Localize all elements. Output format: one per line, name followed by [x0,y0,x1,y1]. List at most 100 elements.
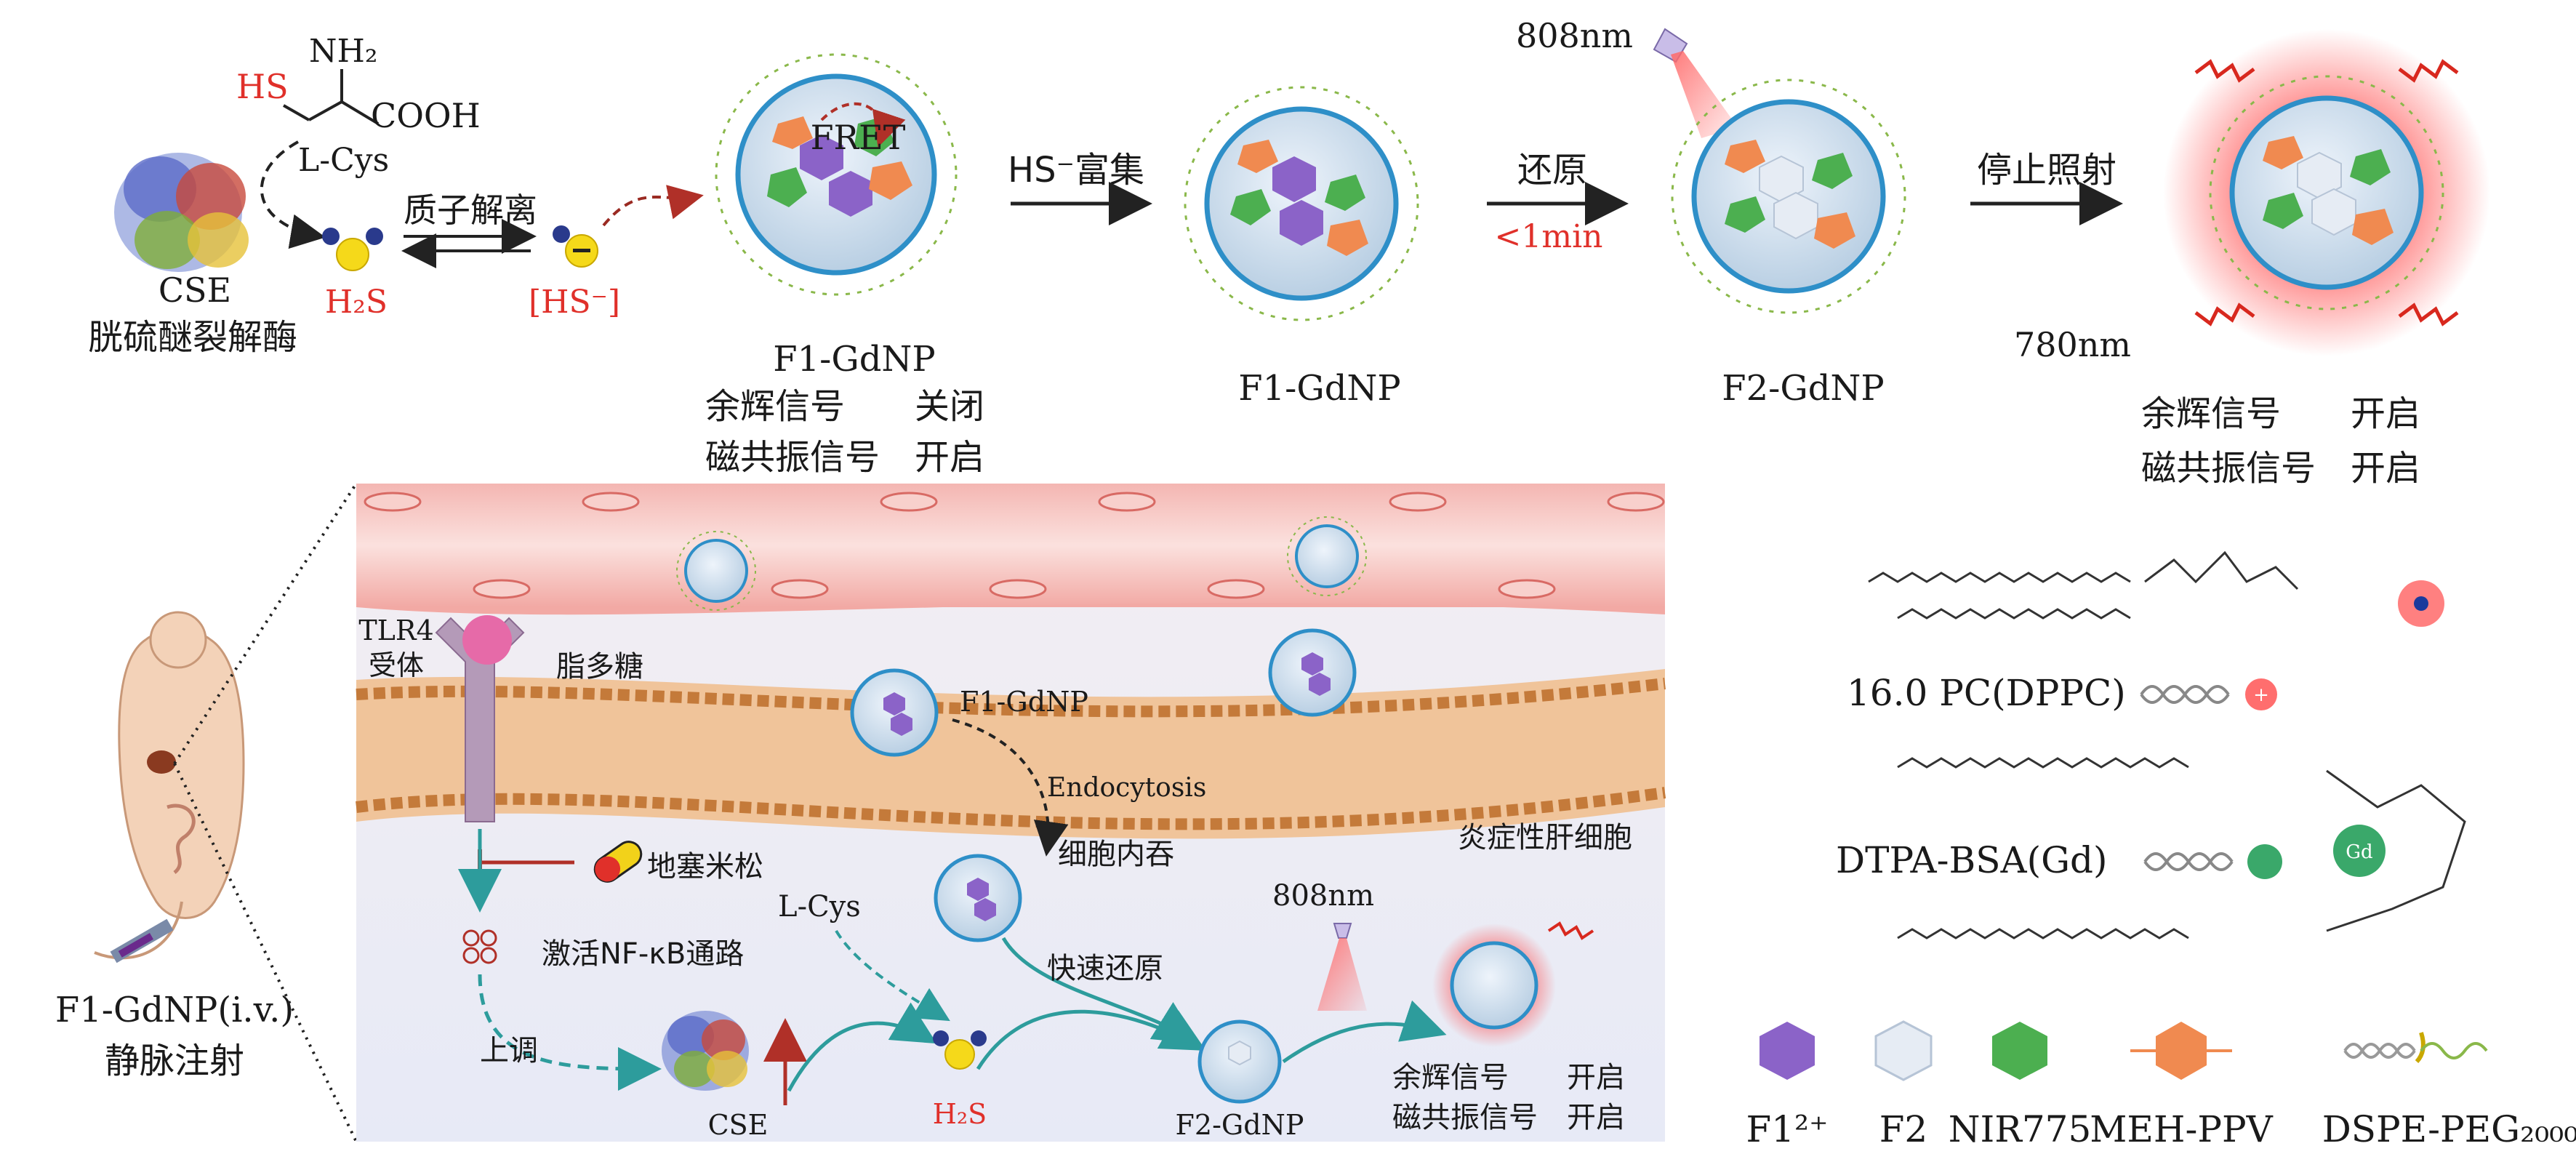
emit-780-label: 780nm [2014,325,2131,364]
fret-label: FRET [811,118,906,157]
f1-gdnp-label-2: F1-GdNP [1238,368,1400,409]
cys-to-h2s-arrow [260,140,326,249]
hs-enrich-label: HS⁻富集 [1008,150,1144,191]
legend-dspe-label: DSPE-PEG₂₀₀₀ [2322,1108,2576,1150]
legend-meh-label: MEH-PPV [2090,1108,2273,1150]
red-blood-cell [880,492,938,512]
upregulate-label: 上调 [480,1034,538,1067]
nh2-label: NH₂ [309,33,378,70]
legend-f1-label: F1²⁺ [1746,1108,1829,1150]
mouse-label-2: 静脉注射 [105,1041,244,1081]
glowing-f2-gdnp-particle [2163,29,2490,356]
h2s-small-icon [933,1030,987,1070]
f2-gdnp-particle [1671,79,1906,314]
nfkb-label: 激活NF-κB通路 [542,937,744,971]
hs-ion-label: [HS⁻] [529,284,620,321]
f2-gdnp-label: F2-GdNP [1722,368,1884,409]
cse-to-h2s-arrow [787,1002,937,1092]
membrane-f1-gdnp-1 [850,668,939,757]
dppc-structure [1868,550,2444,627]
f2-gdnp-small-label: F2-GdNP [1176,1109,1304,1141]
endocytosis-cn-label: 细胞内吞 [1058,838,1174,871]
state2-line1: 余辉信号 开启 [2141,393,2420,434]
signal-line-1: 余辉信号 开启 [1392,1061,1625,1094]
hs-to-np-dashed-arrow [602,185,704,227]
reduce-label: 还原 [1517,150,1587,191]
dtpa-structure [1897,757,2466,939]
legend-f2-label: F2 [1879,1108,1928,1150]
cse-cn-label: 胱硫醚裂解酶 [88,317,297,358]
signal-line-2: 磁共振信号 开启 [1392,1101,1625,1134]
f2-to-glow-arrow [1282,1000,1447,1064]
h2s-small-label: H₂S [933,1098,987,1130]
red-blood-cell [771,579,829,599]
f2-gdnp-small [1197,1019,1282,1104]
red-blood-cells [364,492,1665,599]
gd-label: Gd [2346,841,2372,863]
legend-f2-icon [1874,1020,1933,1081]
dtpa-icon [2143,844,2282,879]
state1-line2: 磁共振信号 开启 [705,437,984,478]
fast-reduce-label: 快速还原 [1047,952,1163,985]
h2s-label: H₂S [325,284,388,321]
h2s-molecule-icon [322,228,383,271]
internal-to-f2-arrow [1001,937,1199,1044]
laser-small-icon [1317,923,1367,1011]
cse-small-icon [662,1011,749,1091]
dtpa-label: DTPA-BSA(Gd) [1836,839,2108,881]
stop-label: 停止照射 [1977,150,2116,191]
red-blood-cell [1207,579,1265,599]
endocytosis-arrow [952,718,1069,857]
legend-meh-icon [2130,1022,2232,1080]
hs-label: HS [236,67,289,106]
lcys-label: L-Cys [298,142,389,179]
l-cys-structure [283,69,380,125]
membrane-f1-gdnp-label: F1-GdNP [960,686,1088,718]
zoom-line-top [173,482,358,765]
internalized-f1-gdnp [934,854,1022,942]
syringe-icon [110,918,174,963]
f1-gdnp-particle-2 [1184,86,1419,321]
f1-gdnp-label-1: F1-GdNP [773,339,935,380]
laser-icon [1653,28,1738,138]
dppc-label: 16.0 PC(DPPC) [1847,672,2126,714]
hs-ion-icon [553,225,598,268]
dppc-icon: + [2140,678,2277,710]
red-blood-cell [1498,579,1556,599]
cooh-label: COOH [371,96,481,135]
cse-label: CSE [159,271,231,310]
lps-label: 脂多糖 [556,650,643,684]
reduce-time-label: <1min [1495,218,1603,255]
red-blood-cell [364,492,422,512]
red-blood-cell [582,492,640,512]
svg-text:+: + [2253,684,2269,706]
receptor-label: 受体 [369,649,424,681]
zoom-line-bottom [173,763,358,1142]
red-blood-cell [989,579,1047,599]
hepatocyte-label: 炎症性肝细胞 [1458,821,1632,854]
state1-line1: 余辉信号 关闭 [705,386,984,427]
mouse-illustration [94,611,245,960]
glowing-np-small [1432,921,1594,1047]
vessel-np-1 [676,531,756,611]
cse-protein-image [114,153,249,272]
upregulate-arrow [478,974,662,1091]
red-blood-cell [1389,492,1447,512]
membrane-f1-gdnp-2 [1268,628,1357,717]
mouse-label-1: F1-GdNP(i.v.) [55,990,294,1030]
endocytosis-label: Endocytosis [1047,773,1206,803]
red-blood-cell [1607,492,1665,512]
laser-808-small-label: 808nm [1272,879,1374,913]
tlr4-label: TLR4 [358,614,433,646]
red-blood-cell [473,579,531,599]
state2-line2: 磁共振信号 开启 [2141,448,2420,489]
legend-nir-label: NIR775 [1949,1108,2092,1150]
laser-808-label: 808nm [1516,16,1633,55]
tlr4-receptor-icon [435,615,525,822]
legend-nir-icon [1992,1022,2047,1080]
red-blood-cell [1098,492,1156,512]
cse-small-label: CSE [708,1109,769,1141]
dex-label: 地塞米松 [647,850,763,883]
